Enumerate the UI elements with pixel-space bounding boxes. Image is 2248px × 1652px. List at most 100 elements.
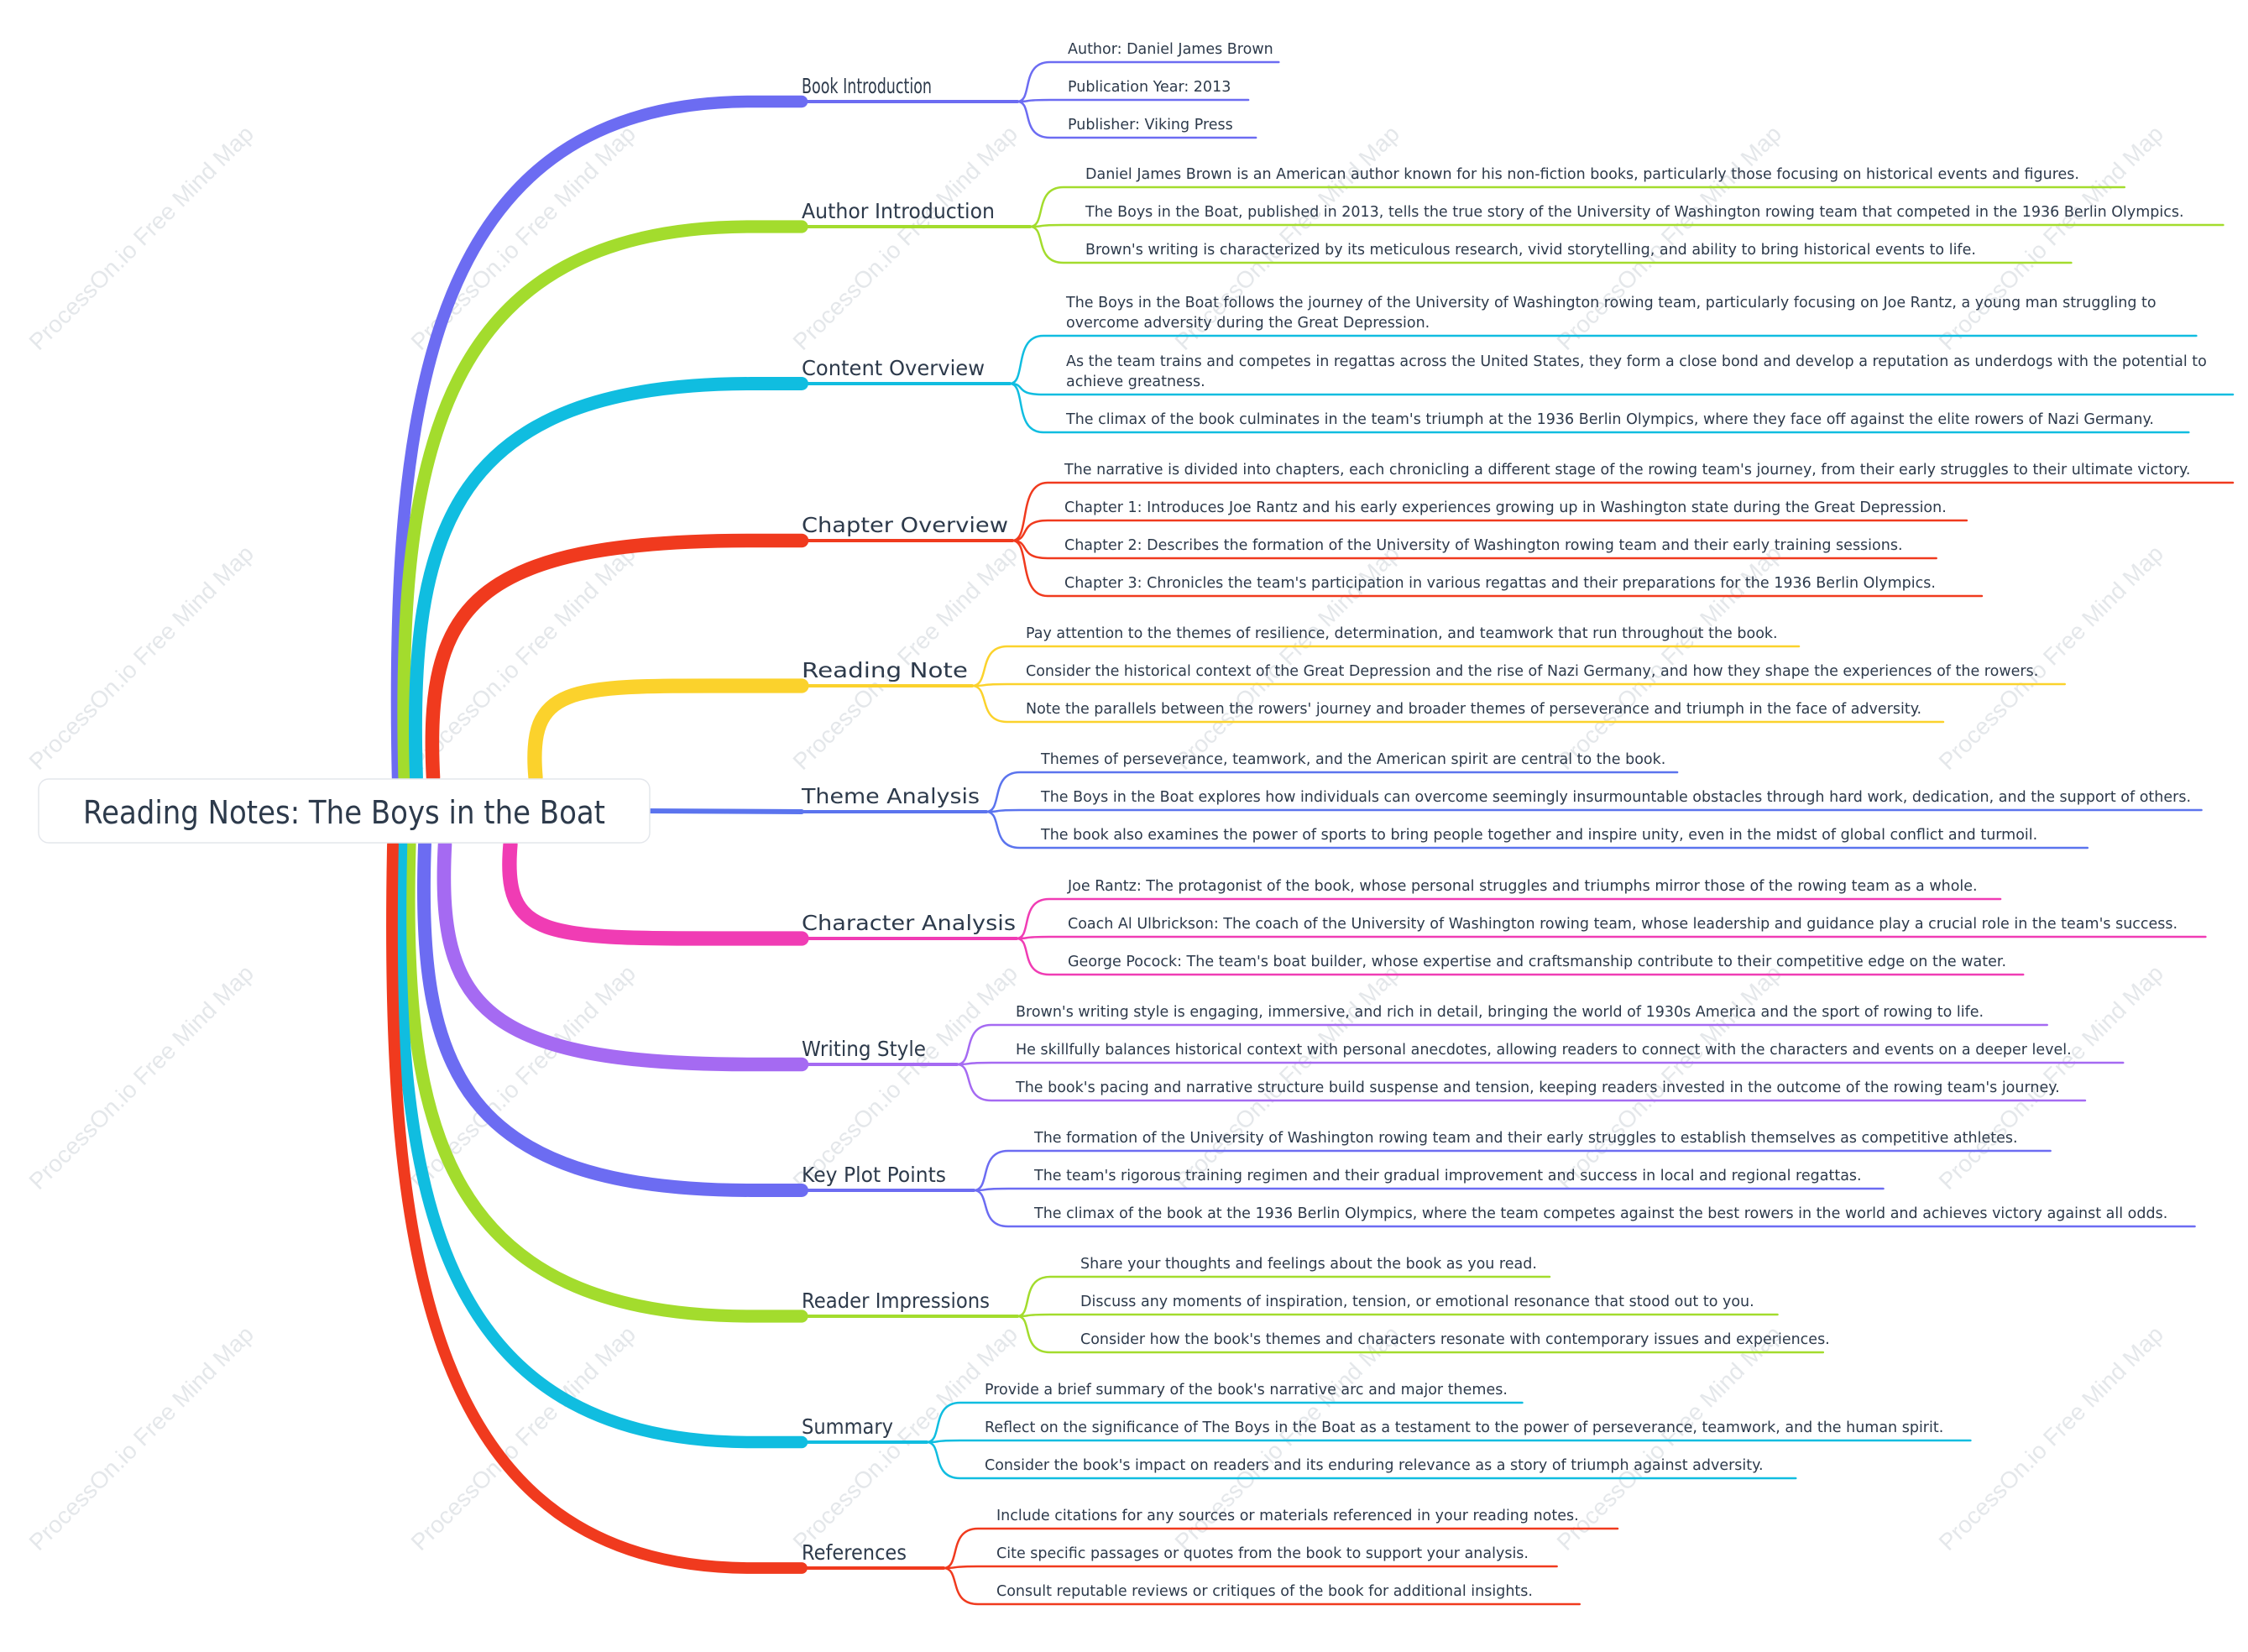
branch-connector bbox=[402, 838, 808, 1323]
leaf-text[interactable]: He skillfully balances historical contex… bbox=[1016, 1042, 2072, 1059]
leaf-text[interactable]: The Boys in the Boat, published in 2013,… bbox=[1085, 204, 2184, 221]
leaf-text[interactable]: Themes of perseverance, teamwork, and th… bbox=[1040, 751, 1665, 768]
leaf-text[interactable]: The book's pacing and narrative structur… bbox=[1015, 1080, 2060, 1096]
branch-connector bbox=[437, 837, 809, 1072]
leaf-text[interactable]: Chapter 3: Chronicles the team's partici… bbox=[1064, 575, 1936, 592]
branch-label[interactable]: Writing Style bbox=[802, 1037, 926, 1061]
leaf-connector bbox=[955, 1023, 2048, 1066]
leaf-connector bbox=[1008, 334, 2198, 385]
branch-connector bbox=[408, 377, 808, 784]
leaf-text[interactable]: The Boys in the Boat follows the journey… bbox=[1065, 295, 2157, 311]
leaf-connector bbox=[955, 1063, 2087, 1102]
branch-connector bbox=[386, 839, 808, 1574]
leaf-connector bbox=[942, 1565, 1558, 1570]
leaf-connector bbox=[925, 1439, 1972, 1444]
leaf-text[interactable]: Daniel James Brown is an American author… bbox=[1085, 166, 2079, 183]
leaf-connector bbox=[972, 1189, 2196, 1228]
leaf-text[interactable]: Chapter 2: Describes the formation of th… bbox=[1064, 537, 1903, 554]
leaf-text[interactable]: Include citations for any sources or mat… bbox=[996, 1508, 1579, 1524]
branch-connector bbox=[416, 838, 808, 1197]
leaf-text[interactable]: overcome adversity during the Great Depr… bbox=[1066, 315, 1430, 332]
root-node-box[interactable] bbox=[38, 778, 651, 844]
leaf-connector bbox=[1011, 481, 2235, 542]
branch-connector bbox=[502, 837, 809, 946]
branch-label[interactable]: Summary bbox=[802, 1414, 893, 1439]
leaf-text[interactable]: achieve greatness. bbox=[1066, 374, 1205, 390]
leaf-text[interactable]: Brown's writing is characterized by its … bbox=[1085, 242, 1976, 259]
leaf-connector bbox=[970, 682, 2066, 687]
leaf-connector bbox=[972, 1149, 2052, 1192]
leaf-connector bbox=[1011, 539, 1984, 598]
leaf-connector bbox=[985, 771, 1679, 813]
leaf-text[interactable]: Consider how the book's themes and chara… bbox=[1080, 1331, 1830, 1348]
leaf-connector bbox=[972, 1187, 1885, 1192]
leaf-text[interactable]: The climax of the book culminates in the… bbox=[1065, 411, 2154, 428]
watermark-text: ProcessOn.io Free Mind Map bbox=[1170, 960, 1404, 1195]
watermark-text: ProcessOn.io Free Mind Map bbox=[1552, 1321, 1786, 1555]
leaf-connector bbox=[1016, 1313, 1779, 1318]
leaf-connector bbox=[1015, 937, 2025, 976]
leaf-connector bbox=[1028, 186, 2125, 228]
watermark-text: ProcessOn.io Free Mind Map bbox=[1552, 960, 1786, 1195]
leaf-text[interactable]: Pay attention to the themes of resilienc… bbox=[1026, 625, 1778, 642]
leaf-text[interactable]: Publication Year: 2013 bbox=[1068, 79, 1231, 96]
leaf-text[interactable]: The Boys in the Boat explores how indivi… bbox=[1040, 789, 2191, 806]
branch-connector bbox=[425, 533, 809, 785]
watermark-text: ProcessOn.io Free Mind Map bbox=[1934, 1321, 2168, 1555]
branch-connector bbox=[640, 808, 804, 814]
leaf-text[interactable]: Consider the historical context of the G… bbox=[1026, 663, 2038, 680]
leaf-connector bbox=[1016, 1275, 1551, 1318]
leaf-text[interactable]: Discuss any moments of inspiration, tens… bbox=[1080, 1294, 1754, 1310]
leaf-text[interactable]: Provide a brief summary of the book's na… bbox=[985, 1382, 1508, 1398]
leaf-text[interactable]: As the team trains and competes in regat… bbox=[1066, 353, 2207, 370]
leaf-text[interactable]: The narrative is divided into chapters, … bbox=[1064, 462, 2190, 478]
branch-label[interactable]: Chapter Overview bbox=[802, 513, 1008, 537]
leaf-text[interactable]: Joe Rantz: The protagonist of the book, … bbox=[1067, 878, 1978, 895]
watermark-text: ProcessOn.io Free Mind Map bbox=[788, 121, 1022, 355]
leaf-text[interactable]: Chapter 1: Introduces Joe Rantz and his … bbox=[1064, 499, 1947, 516]
leaf-connector bbox=[1015, 897, 2002, 940]
watermark-text: ProcessOn.io Free Mind Map bbox=[1934, 541, 2168, 775]
branch-label[interactable]: Author Introduction bbox=[802, 199, 995, 223]
branch-label[interactable]: Key Plot Points bbox=[802, 1163, 946, 1187]
leaf-connector bbox=[1011, 519, 1968, 542]
leaf-connector bbox=[1008, 382, 2190, 434]
branch-label[interactable]: Reading Note bbox=[802, 658, 968, 682]
root-node[interactable]: Reading Notes: The Boys in the Boat bbox=[38, 778, 651, 844]
leaf-text[interactable]: George Pocock: The team's boat builder, … bbox=[1068, 954, 2006, 970]
leaf-text[interactable]: Coach Al Ulbrickson: The coach of the Un… bbox=[1068, 916, 2177, 933]
branch-label[interactable]: Theme Analysis bbox=[801, 784, 980, 808]
branch-label[interactable]: Book Introduction bbox=[802, 74, 932, 98]
branch-label[interactable]: Content Overview bbox=[802, 356, 985, 380]
leaf-text[interactable]: Note the parallels between the rowers' j… bbox=[1026, 701, 1921, 718]
root-title: Reading Notes: The Boys in the Boat bbox=[83, 794, 605, 831]
watermark-text: ProcessOn.io Free Mind Map bbox=[1552, 121, 1786, 355]
leaf-connector bbox=[925, 1401, 1524, 1444]
branch-connector bbox=[397, 220, 808, 784]
leaf-text[interactable]: Share your thoughts and feelings about t… bbox=[1080, 1256, 1537, 1273]
branch-label[interactable]: References bbox=[802, 1540, 907, 1565]
leaf-text[interactable]: The book also examines the power of spor… bbox=[1040, 827, 2037, 844]
branch-label[interactable]: Reader Impressions bbox=[802, 1289, 990, 1313]
leaf-text[interactable]: Consider the book's impact on readers an… bbox=[985, 1457, 1764, 1474]
leaf-text[interactable]: Cite specific passages or quotes from th… bbox=[996, 1545, 1529, 1562]
leaf-text[interactable]: Consult reputable reviews or critiques o… bbox=[996, 1583, 1533, 1600]
leaf-connector bbox=[970, 684, 1945, 724]
branch-label[interactable]: Character Analysis bbox=[802, 911, 1016, 935]
branch-connector bbox=[390, 95, 808, 784]
leaf-text[interactable]: Publisher: Viking Press bbox=[1068, 117, 1233, 133]
leaf-text[interactable]: The formation of the University of Washi… bbox=[1033, 1130, 2018, 1147]
branch-connectors bbox=[386, 95, 809, 1574]
leaf-text[interactable]: Author: Daniel James Brown bbox=[1068, 41, 1273, 58]
watermark-text: ProcessOn.io Free Mind Map bbox=[24, 541, 259, 775]
leaf-connector bbox=[942, 1566, 1581, 1606]
watermark-text: ProcessOn.io Free Mind Map bbox=[1934, 960, 2168, 1195]
leaf-connector bbox=[925, 1440, 1797, 1480]
leaf-text[interactable]: Brown's writing style is engaging, immer… bbox=[1016, 1004, 1984, 1021]
branch-connector bbox=[527, 678, 809, 785]
leaf-text[interactable]: The team's rigorous training regimen and… bbox=[1033, 1168, 1862, 1184]
leaf-text[interactable]: Reflect on the significance of The Boys … bbox=[985, 1419, 1943, 1436]
leaf-text[interactable]: The climax of the book at the 1936 Berli… bbox=[1033, 1205, 2167, 1222]
